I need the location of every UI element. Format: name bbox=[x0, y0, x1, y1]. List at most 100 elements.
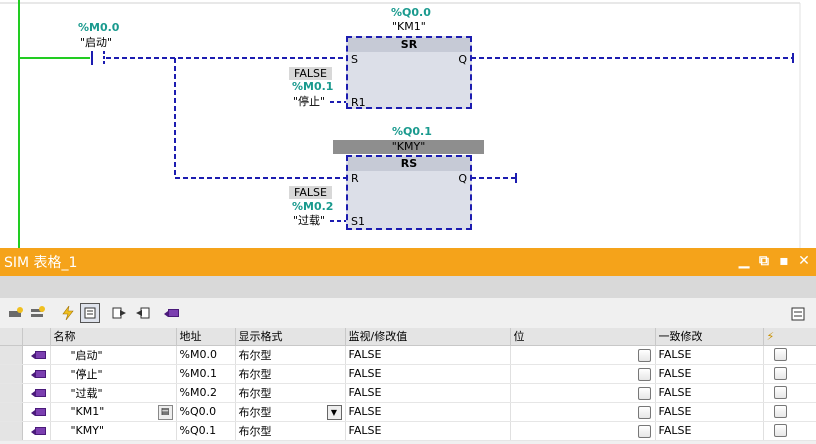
row-name[interactable]: "KM1"▤ bbox=[50, 402, 177, 422]
row-monitor-value[interactable]: FALSE bbox=[345, 421, 511, 441]
s1-value: FALSE bbox=[289, 186, 332, 199]
row-bit bbox=[510, 402, 656, 422]
chevron-down-icon[interactable]: ▼ bbox=[326, 404, 342, 420]
trigger-checkbox[interactable] bbox=[773, 348, 787, 362]
restore-icon[interactable]: ⧉ bbox=[759, 253, 769, 269]
row-monitor-value[interactable]: FALSE bbox=[345, 383, 511, 403]
row-name[interactable]: "停止" bbox=[50, 364, 177, 384]
header-trigger-icon[interactable]: ⚡ bbox=[763, 328, 816, 346]
rs-pin-r: R bbox=[351, 172, 359, 185]
add-tag-icon[interactable] bbox=[6, 303, 26, 323]
row-name[interactable]: "过载" bbox=[50, 383, 177, 403]
bit-checkbox[interactable] bbox=[637, 405, 651, 419]
sim-title-bar[interactable]: SIM 表格_1 ▁ ⧉ ▪ ✕ bbox=[0, 248, 816, 276]
row-bit bbox=[510, 345, 656, 365]
r1-value: FALSE bbox=[289, 67, 332, 80]
bit-checkbox[interactable] bbox=[637, 367, 651, 381]
rs-pin-s1: S1 bbox=[351, 215, 365, 228]
tag-icon bbox=[30, 426, 47, 436]
export-icon[interactable] bbox=[110, 303, 130, 323]
header-name[interactable]: 名称 bbox=[50, 328, 177, 346]
minimize-icon[interactable]: ▁ bbox=[738, 253, 750, 269]
header-consistent[interactable]: 一致修改 bbox=[655, 328, 764, 346]
bit-checkbox[interactable] bbox=[637, 348, 651, 362]
row-address[interactable]: %M0.1 bbox=[176, 364, 236, 384]
row-consistent[interactable]: FALSE bbox=[655, 421, 764, 441]
sim-subheader bbox=[0, 276, 816, 298]
trigger-checkbox[interactable] bbox=[773, 367, 787, 381]
bit-checkbox[interactable] bbox=[637, 386, 651, 400]
row-monitor-value[interactable]: FALSE bbox=[345, 345, 511, 365]
trigger-checkbox[interactable] bbox=[773, 424, 787, 438]
sr-pin-s: S bbox=[351, 53, 358, 66]
row-address[interactable]: %M0.0 bbox=[176, 345, 236, 365]
row-address[interactable]: %M0.2 bbox=[176, 383, 236, 403]
lightning-icon[interactable] bbox=[58, 303, 78, 323]
row-consistent[interactable]: FALSE bbox=[655, 345, 764, 365]
row-address[interactable]: %Q0.0 bbox=[176, 402, 236, 422]
s1-tag[interactable]: "过载" bbox=[293, 214, 326, 227]
sr-output-tag[interactable]: "KM1" bbox=[392, 20, 426, 33]
row-trigger bbox=[763, 402, 816, 422]
ladder-editor: %M0.0 "启动" %Q0.0 "KM1" SR S Q R1 FALSE %… bbox=[0, 0, 801, 248]
maximize-icon[interactable]: ▪ bbox=[779, 253, 789, 269]
row-format[interactable]: 布尔型 bbox=[235, 383, 346, 403]
monitor-icon[interactable] bbox=[80, 303, 100, 323]
row-consistent[interactable]: FALSE bbox=[655, 364, 764, 384]
tag-icon bbox=[30, 388, 47, 398]
sr-pin-r1: R1 bbox=[351, 96, 366, 109]
settings-icon[interactable] bbox=[788, 304, 808, 324]
tag-icon bbox=[30, 407, 47, 417]
sr-block-type: SR bbox=[348, 38, 470, 52]
row-trigger bbox=[763, 364, 816, 384]
header-format[interactable]: 显示格式 bbox=[235, 328, 346, 346]
rs-output-tag[interactable]: "KMY" bbox=[333, 140, 484, 154]
trigger-checkbox[interactable] bbox=[773, 386, 787, 400]
row-header[interactable] bbox=[0, 383, 23, 403]
row-format[interactable]: 布尔型 bbox=[235, 345, 346, 365]
rs-output-address: %Q0.1 bbox=[392, 125, 432, 138]
s1-address: %M0.2 bbox=[292, 200, 334, 213]
header-address[interactable]: 地址 bbox=[176, 328, 236, 346]
row-name[interactable]: "启动" bbox=[50, 345, 177, 365]
rs-pin-q: Q bbox=[458, 172, 467, 185]
header-monitor[interactable]: 监视/修改值 bbox=[345, 328, 511, 346]
sim-table-window: SIM 表格_1 ▁ ⧉ ▪ ✕ bbox=[0, 248, 816, 444]
row-address[interactable]: %Q0.1 bbox=[176, 421, 236, 441]
contact-address: %M0.0 bbox=[78, 21, 120, 34]
row-header[interactable] bbox=[0, 402, 23, 422]
row-consistent[interactable]: FALSE bbox=[655, 383, 764, 403]
rs-block[interactable]: RS R Q S1 bbox=[346, 155, 472, 230]
row-consistent[interactable]: FALSE bbox=[655, 402, 764, 422]
row-header[interactable] bbox=[0, 364, 23, 384]
row-format[interactable]: 布尔型▼ bbox=[235, 402, 346, 422]
row-bit bbox=[510, 421, 656, 441]
sim-toolbar bbox=[0, 298, 816, 328]
r1-tag[interactable]: "停止" bbox=[293, 95, 326, 108]
row-format[interactable]: 布尔型 bbox=[235, 421, 346, 441]
row-header[interactable] bbox=[0, 421, 23, 441]
add-all-tags-icon[interactable] bbox=[28, 303, 48, 323]
header-bit[interactable]: 位 bbox=[510, 328, 656, 346]
r1-address: %M0.1 bbox=[292, 80, 334, 93]
import-icon[interactable] bbox=[132, 303, 152, 323]
tag-list-icon[interactable]: ▤ bbox=[157, 404, 173, 420]
close-icon[interactable]: ✕ bbox=[798, 253, 810, 269]
row-name[interactable]: "KMY" bbox=[50, 421, 177, 441]
trigger-checkbox[interactable] bbox=[773, 405, 787, 419]
sr-block[interactable]: SR S Q R1 bbox=[346, 36, 472, 109]
tag-icon[interactable] bbox=[162, 303, 182, 323]
sim-title: SIM 表格_1 bbox=[4, 255, 78, 271]
row-format[interactable]: 布尔型 bbox=[235, 364, 346, 384]
bit-checkbox[interactable] bbox=[637, 424, 651, 438]
row-monitor-value[interactable]: FALSE bbox=[345, 402, 511, 422]
row-header[interactable] bbox=[0, 345, 23, 365]
row-monitor-value[interactable]: FALSE bbox=[345, 364, 511, 384]
contact-tag[interactable]: "启动" bbox=[80, 36, 113, 49]
